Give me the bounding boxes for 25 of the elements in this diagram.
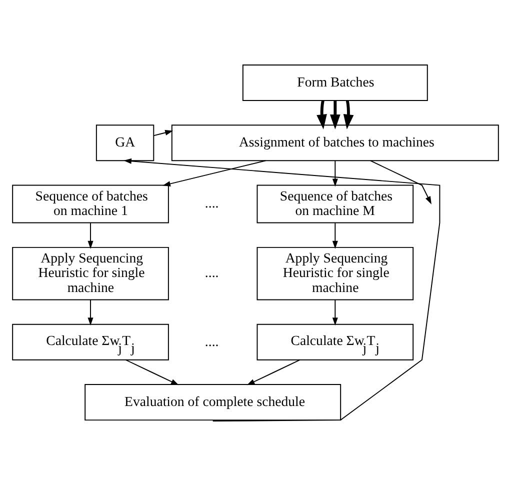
node-box: Sequence of batches on machine 1	[12, 184, 169, 223]
arrow	[246, 358, 300, 385]
arrow	[370, 160, 432, 204]
label: ....	[204, 195, 219, 210]
arrow	[153, 129, 174, 136]
node-box: Apply Sequencing Heuristic for single machine	[12, 246, 169, 300]
node-box: Sequence of batches on machine M	[256, 184, 414, 223]
arrow	[162, 160, 266, 186]
label: ....	[204, 333, 219, 348]
arrow	[316, 100, 327, 129]
arrow	[125, 358, 179, 385]
arrow	[332, 298, 338, 325]
arrow	[330, 100, 340, 129]
label: ....	[204, 264, 219, 280]
node-box: Evaluation of complete schedule	[84, 384, 342, 420]
node-box: Apply Sequencing Heuristic for single machine	[256, 246, 414, 300]
node-box: GA	[96, 124, 154, 161]
arrow	[332, 160, 338, 186]
node-box: Assignment of batches to machines	[171, 124, 499, 161]
arrow	[88, 222, 94, 248]
arrow	[124, 158, 440, 422]
arrow	[343, 100, 354, 129]
arrow	[332, 222, 338, 248]
arrow	[88, 298, 94, 325]
node-box: Form Batches	[242, 64, 428, 100]
